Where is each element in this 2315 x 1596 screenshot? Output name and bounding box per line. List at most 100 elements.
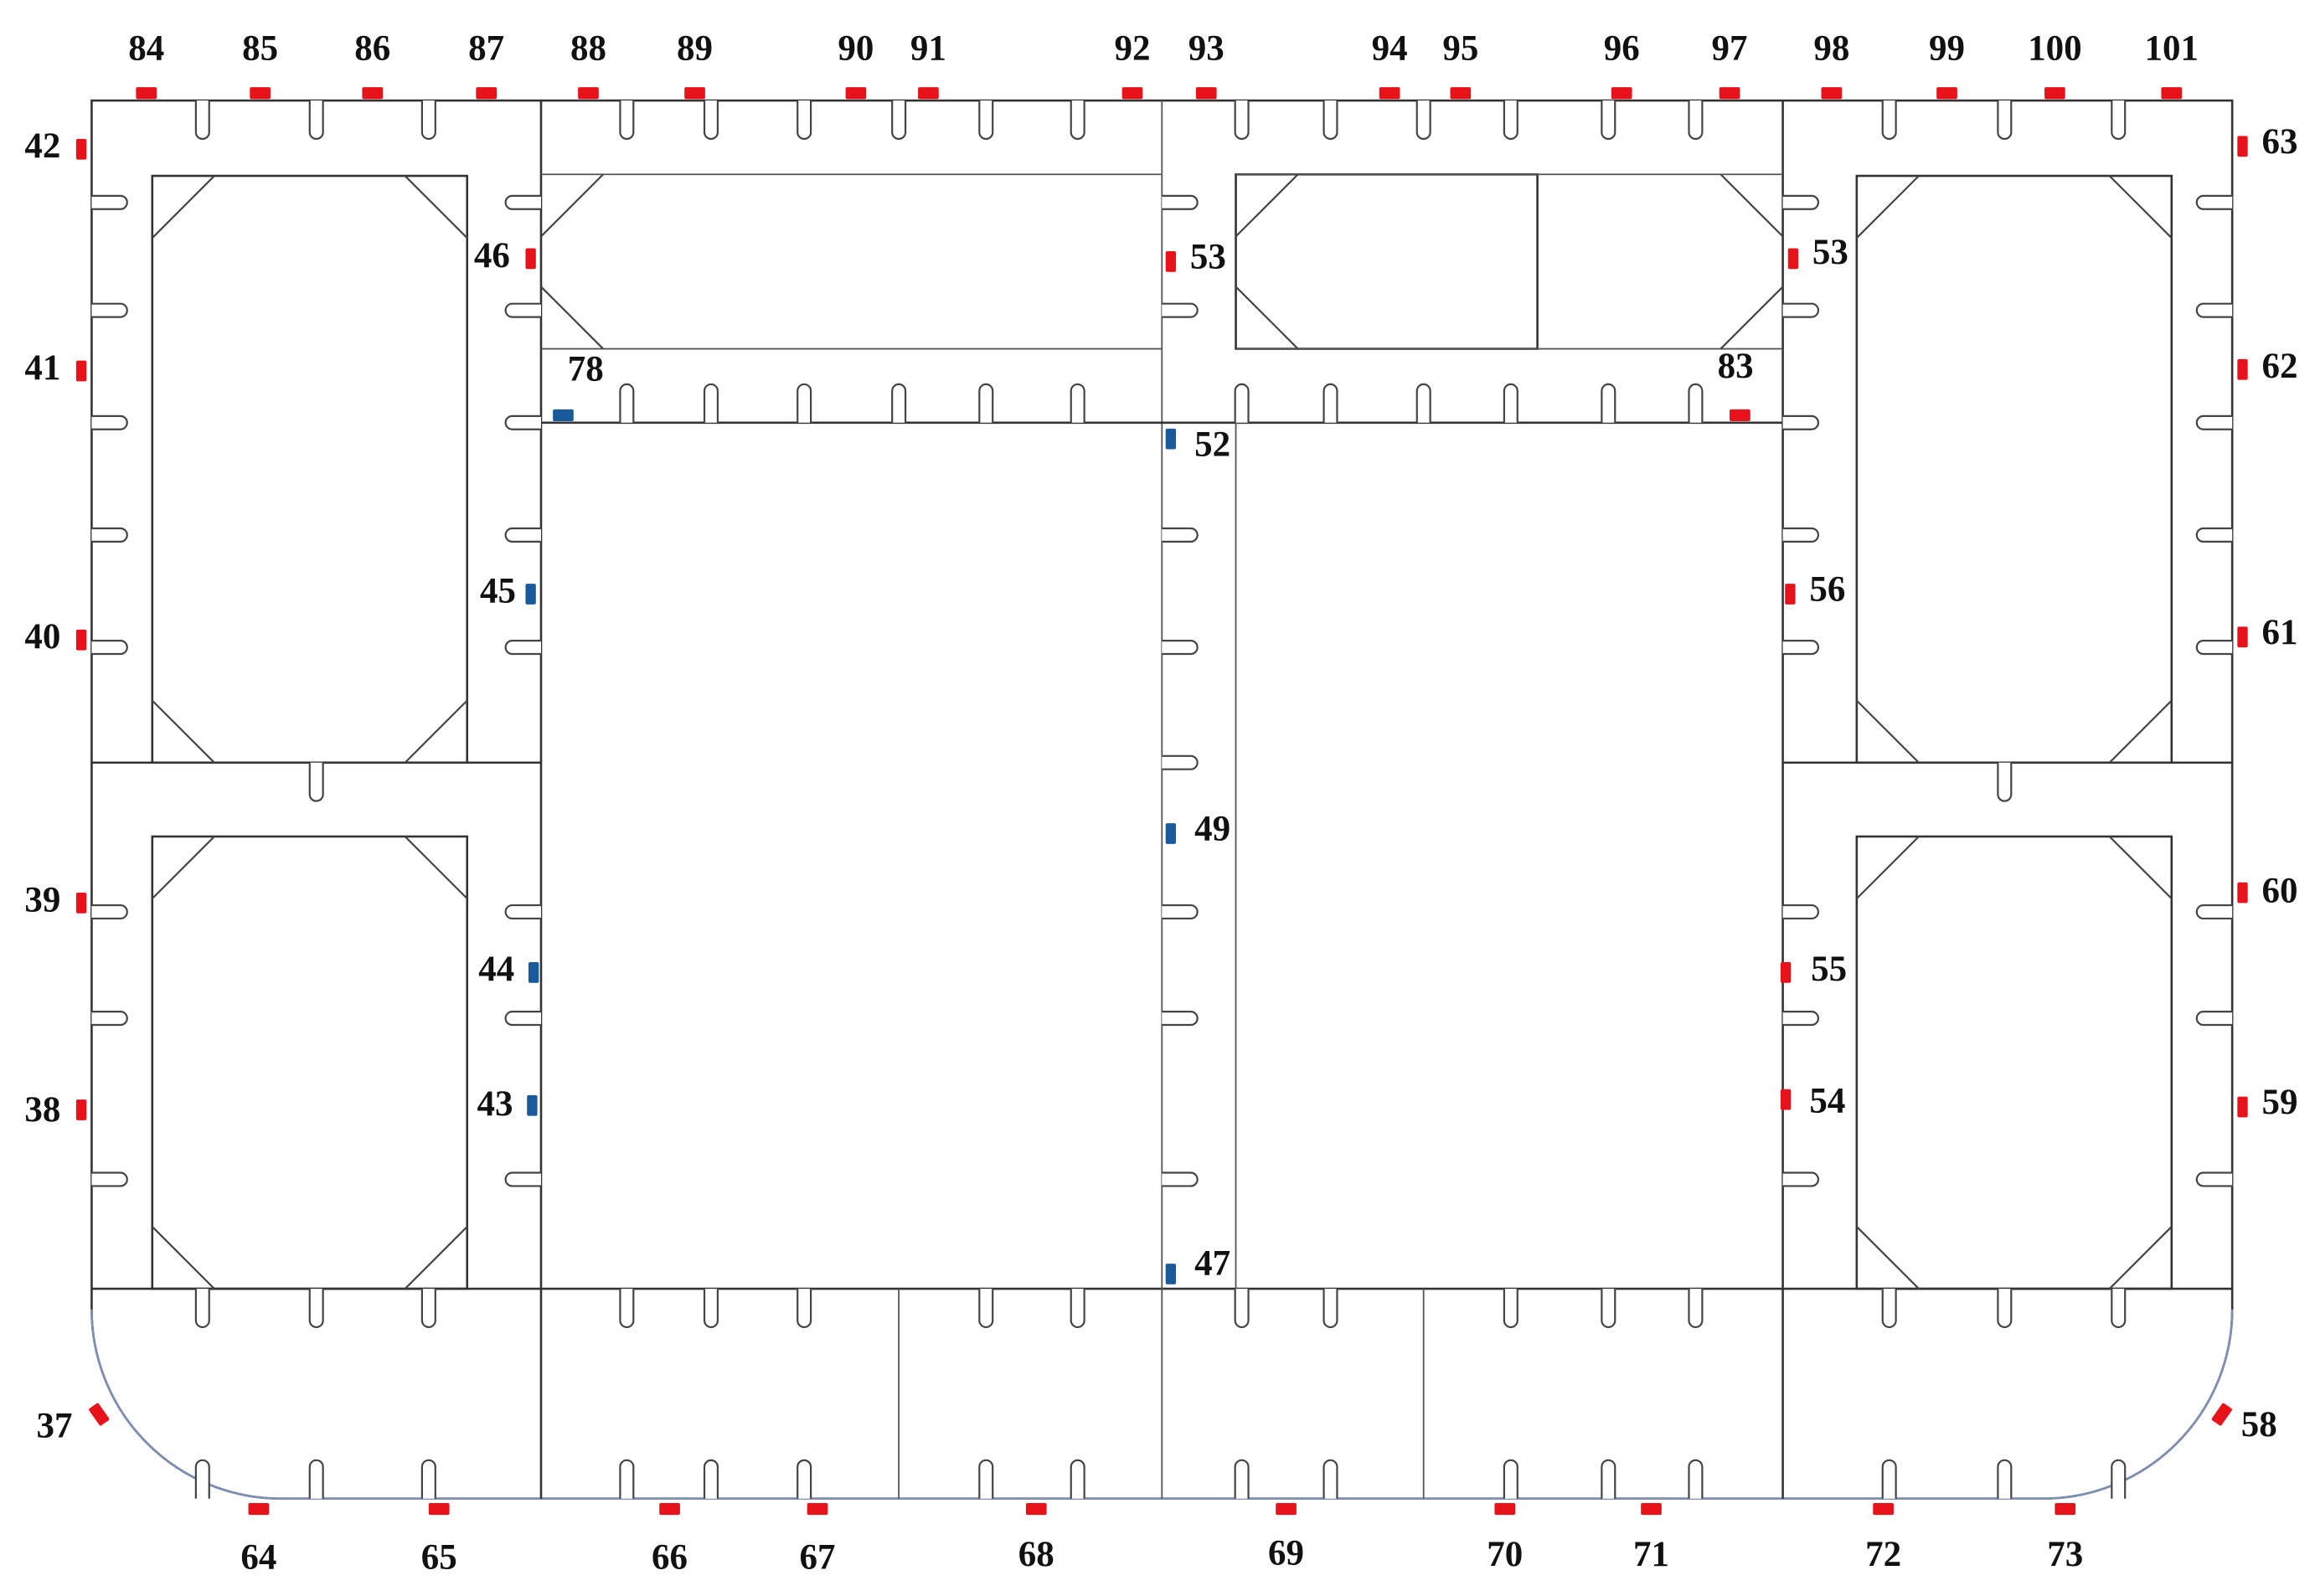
sensor-marker-44 bbox=[528, 962, 539, 983]
sensor-marker-67 bbox=[807, 1503, 828, 1516]
stiffener-cutout bbox=[1782, 1011, 1819, 1027]
sensor-marker-43 bbox=[527, 1094, 538, 1116]
stiffener-cutout bbox=[1070, 100, 1085, 140]
corner-bracket bbox=[2108, 699, 2173, 764]
stiffener-cutout bbox=[703, 1459, 719, 1499]
sensor-label-62: 62 bbox=[2261, 347, 2297, 386]
sensor-marker-89 bbox=[684, 87, 705, 100]
sensor-marker-91 bbox=[918, 87, 939, 100]
stiffener-cutout bbox=[1162, 904, 1199, 920]
sensor-label-55: 55 bbox=[1811, 950, 1847, 989]
stiffener-cutout bbox=[1503, 1289, 1518, 1328]
stiffener-cutout bbox=[978, 1459, 994, 1499]
stiffener-cutout bbox=[308, 1459, 324, 1499]
corner-bracket bbox=[152, 1226, 215, 1290]
sensor-label-45: 45 bbox=[480, 571, 516, 610]
sensor-marker-47 bbox=[1165, 1264, 1177, 1285]
stiffener-cutout bbox=[1503, 384, 1518, 423]
sensor-label-56: 56 bbox=[1809, 570, 1845, 610]
sensor-marker-92 bbox=[1121, 87, 1143, 100]
corner-bracket bbox=[152, 175, 215, 239]
sensor-label-86: 86 bbox=[354, 29, 390, 69]
stiffener-cutout bbox=[194, 1289, 210, 1328]
sensor-label-54: 54 bbox=[1809, 1081, 1845, 1120]
stiffener-cutout bbox=[1070, 383, 1085, 423]
right-lower-tank bbox=[1855, 835, 2173, 1290]
sensor-label-87: 87 bbox=[468, 29, 504, 69]
stiffener-cutout bbox=[1601, 1459, 1616, 1499]
sensor-marker-72 bbox=[1873, 1503, 1894, 1516]
sensor-label-71: 71 bbox=[1633, 1535, 1669, 1574]
sensor-label-84: 84 bbox=[128, 29, 164, 69]
stiffener-cutout bbox=[308, 1289, 324, 1328]
sensor-marker-86 bbox=[362, 87, 384, 100]
corner-bracket bbox=[2108, 836, 2173, 899]
corner-bracket bbox=[1856, 175, 1920, 239]
sensor-label-43: 43 bbox=[477, 1084, 513, 1124]
sensor-marker-63 bbox=[2237, 136, 2248, 157]
stiffener-cutout bbox=[1601, 100, 1616, 140]
sensor-marker-90 bbox=[845, 87, 867, 100]
sensor-label-94: 94 bbox=[1372, 29, 1408, 69]
stiffener-cutout bbox=[1162, 302, 1199, 318]
stiffener-cutout bbox=[1162, 194, 1199, 210]
stiffener-cutout bbox=[504, 194, 541, 210]
stiffener-cutout bbox=[1503, 100, 1518, 140]
stiffener-cutout bbox=[1688, 1289, 1704, 1328]
sensor-label-95: 95 bbox=[1442, 29, 1478, 69]
stiffener-cutout bbox=[1782, 527, 1819, 543]
sensor-marker-97 bbox=[1719, 87, 1740, 100]
stiffener-cutout bbox=[420, 100, 436, 140]
sensor-marker-54 bbox=[1780, 1089, 1792, 1110]
stiffener-cutout bbox=[1688, 383, 1704, 423]
sensor-marker-39 bbox=[75, 893, 87, 914]
corner-bracket bbox=[404, 1226, 468, 1290]
sensor-marker-60 bbox=[2237, 882, 2248, 904]
sensor-label-90: 90 bbox=[838, 29, 874, 69]
stiffener-cutout bbox=[703, 383, 719, 423]
stiffener-cutout bbox=[1782, 414, 1819, 430]
sensor-marker-59 bbox=[2237, 1096, 2248, 1118]
sensor-label-47: 47 bbox=[1194, 1243, 1230, 1283]
sensor-marker-52 bbox=[1165, 428, 1177, 450]
corner-bracket bbox=[1719, 286, 1784, 350]
sensor-marker-69 bbox=[1276, 1503, 1297, 1516]
stiffener-cutout bbox=[2195, 640, 2233, 656]
corner-bracket bbox=[2108, 1226, 2173, 1290]
corner-bracket bbox=[1235, 173, 1299, 238]
stiffener-cutout bbox=[619, 1289, 635, 1328]
sensor-marker-42 bbox=[75, 138, 87, 160]
stiffener-cutout bbox=[91, 414, 128, 430]
stiffener-cutout bbox=[91, 640, 128, 656]
stiffener-cutout bbox=[504, 414, 541, 430]
sensor-marker-56 bbox=[1785, 584, 1796, 605]
sensor-marker-71 bbox=[1641, 1503, 1662, 1516]
corner-bracket bbox=[1235, 286, 1299, 350]
left-upper-tank bbox=[151, 174, 469, 765]
sensor-marker-45 bbox=[525, 584, 536, 605]
stiffener-cutout bbox=[891, 384, 907, 423]
stiffener-cutout bbox=[797, 100, 812, 140]
stiffener-cutout bbox=[2111, 1289, 2127, 1328]
stiffener-cutout bbox=[91, 1171, 128, 1187]
sensor-label-40: 40 bbox=[24, 617, 60, 656]
stiffener-cutout bbox=[1997, 1459, 2013, 1499]
stiffener-cutout bbox=[1322, 100, 1338, 140]
sensor-marker-62 bbox=[2237, 358, 2248, 380]
sensor-label-63: 63 bbox=[2261, 122, 2297, 162]
stiffener-cutout bbox=[504, 527, 541, 543]
corner-bracket bbox=[540, 173, 604, 238]
stiffener-cutout bbox=[1234, 100, 1250, 140]
sensor-marker-83 bbox=[1730, 409, 1750, 422]
stiffener-cutout bbox=[2195, 414, 2233, 430]
stiffener-cutout bbox=[420, 1459, 436, 1499]
sensor-marker-94 bbox=[1379, 87, 1400, 100]
sensor-label-37: 37 bbox=[36, 1407, 72, 1446]
stiffener-cutout bbox=[1322, 1459, 1338, 1499]
sensor-label-46: 46 bbox=[474, 236, 510, 275]
sensor-label-52: 52 bbox=[1194, 425, 1230, 465]
sensor-label-38: 38 bbox=[24, 1090, 60, 1130]
stiffener-cutout bbox=[978, 1289, 994, 1328]
stiffener-cutout bbox=[619, 383, 635, 423]
